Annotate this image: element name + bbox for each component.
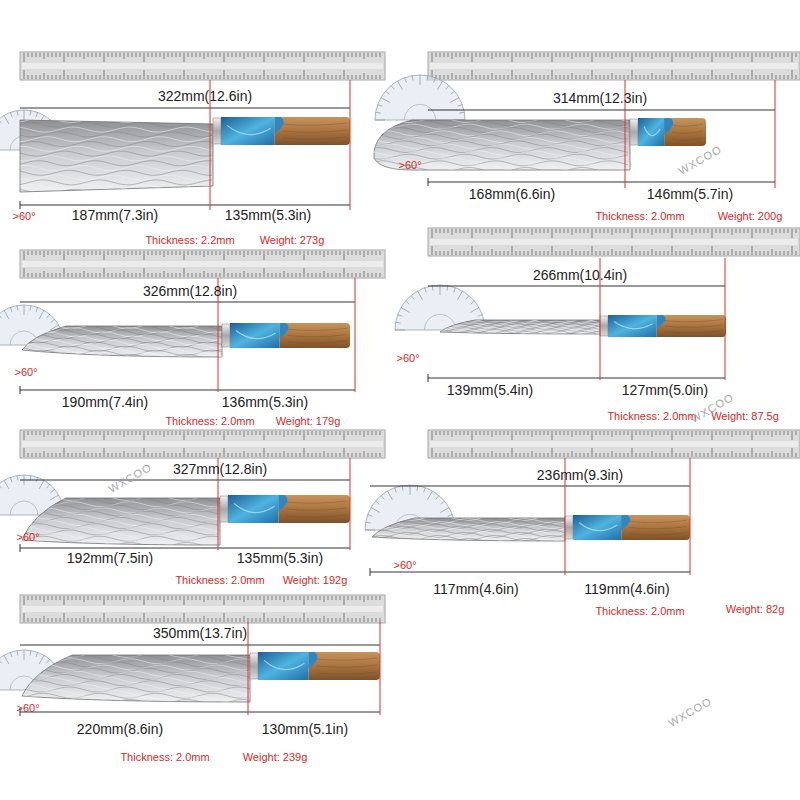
dimension-label: 327mm(12.8in) (173, 462, 267, 477)
ruler (20, 52, 385, 80)
dimension-label: 322mm(12.6in) (158, 89, 252, 104)
dimension-label: 136mm(5.3in) (222, 395, 308, 410)
spec-label: >60° (16, 702, 39, 714)
dimension-label: 326mm(12.8in) (143, 284, 237, 299)
marker-line (775, 80, 776, 188)
spec-label: Thickness: 2.0mm (595, 605, 684, 617)
dimension-line (20, 390, 355, 391)
dimension-line (20, 712, 380, 713)
dimension-label: 130mm(5.1in) (262, 722, 348, 737)
dimension-tick (20, 386, 21, 394)
dimension-label: 117mm(4.6in) (433, 582, 518, 597)
protractor (375, 75, 465, 120)
knife (372, 118, 706, 173)
watermark: WXCOO (676, 143, 723, 177)
marker-line (725, 258, 726, 380)
dimension-label: 168mm(6.6in) (469, 187, 555, 202)
marker-line (248, 622, 249, 715)
dimension-label: 350mm(13.7in) (153, 626, 247, 641)
spec-label: Thickness: 2.0mm (607, 410, 696, 422)
ruler (20, 430, 385, 458)
dimension-label: 266mm(10.4in) (533, 268, 627, 283)
dimension-label: 135mm(5.3in) (237, 551, 323, 566)
dimension-label: 139mm(5.4in) (447, 383, 533, 398)
spec-label: >60° (396, 352, 419, 364)
knife-panel (395, 228, 800, 382)
spec-label: >60° (393, 559, 416, 571)
spec-label: Weight: 179g (276, 415, 341, 427)
dimension-label: 135mm(5.3in) (225, 208, 311, 223)
dimension-tick (20, 544, 21, 552)
spec-label: Thickness: 2.0mm (165, 415, 254, 427)
spec-label: >60° (14, 366, 37, 378)
knife-panel (0, 52, 385, 210)
marker-line (690, 458, 691, 575)
knife-panel (0, 595, 385, 716)
spec-label: Weight: 192g (283, 574, 348, 586)
knife-panel (0, 250, 385, 394)
spec-label: Thickness: 2.0mm (120, 751, 209, 763)
dimension-line (428, 182, 775, 183)
knife (372, 515, 690, 543)
ruler (428, 228, 800, 256)
spec-label: Weight: 239g (243, 751, 308, 763)
knife-panel (365, 430, 800, 576)
dimension-label: 187mm(7.3in) (72, 208, 158, 223)
dimension-line (20, 302, 355, 303)
dimension-tick (370, 568, 371, 576)
dimension-line (20, 548, 350, 549)
spec-label: Weight: 82g (726, 603, 785, 615)
dimension-line (370, 572, 690, 573)
knife (22, 495, 350, 548)
dimension-tick (428, 178, 429, 186)
dimension-line (370, 486, 690, 487)
marker-line (355, 278, 356, 392)
watermark: WXCOO (106, 461, 153, 495)
ruler (20, 595, 385, 623)
ruler (428, 52, 800, 80)
knife-panel (0, 430, 385, 552)
spec-label: Thickness: 2.2mm (145, 234, 234, 246)
dimension-label: 119mm(4.6in) (584, 582, 669, 597)
dimension-line (20, 205, 350, 206)
spec-label: Weight: 273g (260, 234, 325, 246)
spec-label: Weight: 200g (718, 210, 783, 222)
ruler (20, 250, 385, 278)
dimension-label: 127mm(5.0in) (622, 383, 708, 398)
knife (440, 315, 726, 337)
knife (22, 652, 380, 705)
spec-label: >60° (398, 159, 421, 171)
spec-label: Weight: 87.5g (711, 410, 779, 422)
dimension-line (20, 645, 380, 646)
spec-label: >60° (16, 531, 39, 543)
dimension-line (428, 286, 725, 287)
dimension-label: 236mm(9.3in) (537, 468, 623, 483)
dimension-line (20, 480, 350, 481)
spec-label: Thickness: 2.0mm (595, 210, 684, 222)
marker-line (380, 622, 381, 715)
knife (20, 117, 350, 194)
marker-line (350, 458, 351, 550)
dimension-line (428, 110, 775, 111)
watermark: WXCOO (666, 695, 713, 729)
spec-label: Thickness: 2.0mm (175, 574, 264, 586)
dimension-tick (428, 374, 429, 382)
dimension-label: 190mm(7.4in) (62, 395, 148, 410)
dimension-line (20, 108, 350, 109)
spec-label: >60° (12, 210, 35, 222)
knife-panel (372, 52, 800, 188)
marker-line (350, 80, 351, 210)
dimension-label: 192mm(7.5in) (67, 551, 153, 566)
knife (22, 323, 350, 360)
ruler (428, 430, 800, 458)
dimension-label: 314mm(12.3in) (553, 91, 647, 106)
dimension-label: 146mm(5.7in) (647, 187, 733, 202)
dimension-tick (20, 201, 21, 209)
dimension-line (428, 378, 725, 379)
dimension-label: 220mm(8.6in) (77, 722, 163, 737)
